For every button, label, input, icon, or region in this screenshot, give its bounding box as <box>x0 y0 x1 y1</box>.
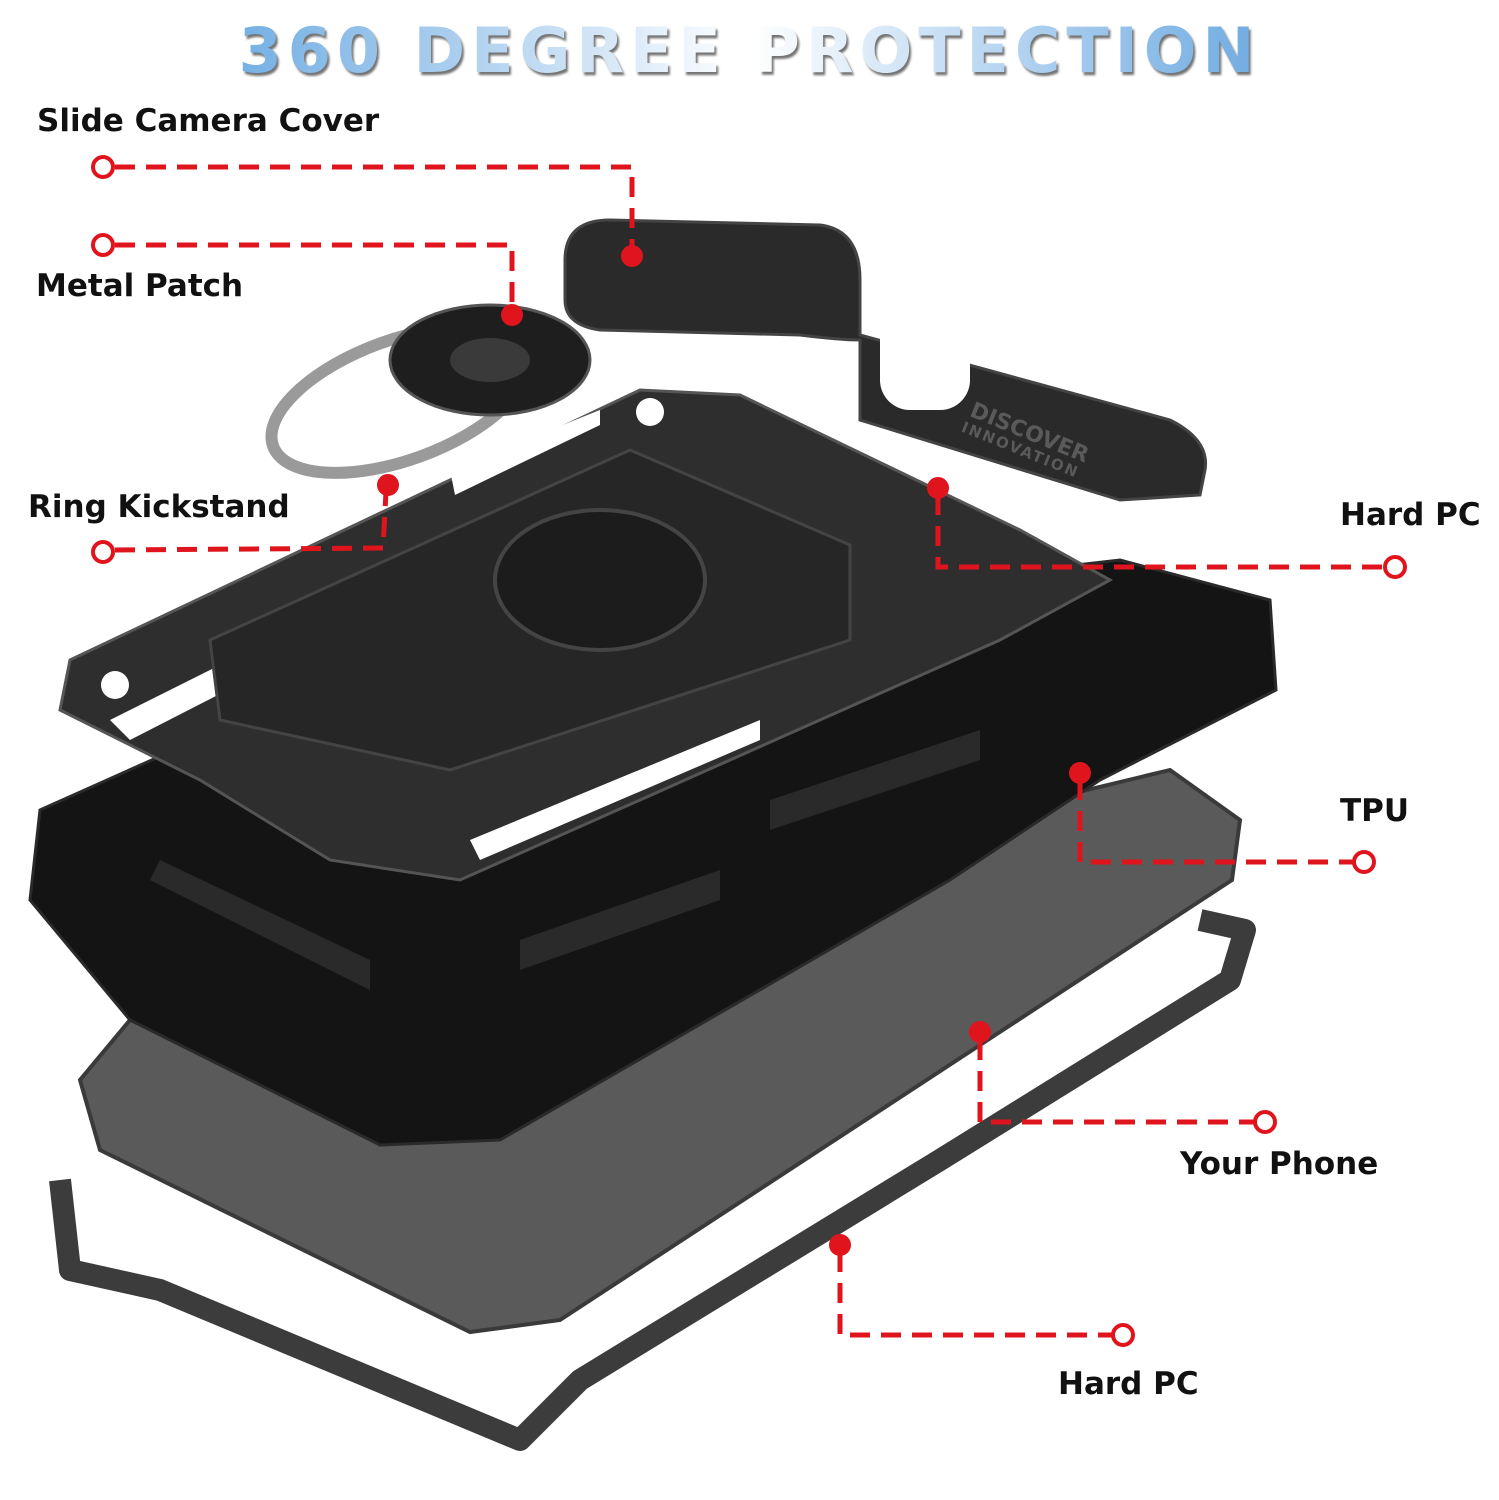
callout-markers <box>91 155 1407 1347</box>
bottom-hard-pc-frame <box>49 909 1256 1451</box>
ring-mount <box>493 508 707 652</box>
label-metal-patch: Metal Patch <box>36 268 244 304</box>
label-your-phone: Your Phone <box>1180 1146 1379 1182</box>
callout-hard-pc-top <box>935 495 1385 570</box>
label-hard-pc-bottom: Hard PC <box>1058 1366 1199 1402</box>
label-ring-kickstand: Ring Kickstand <box>28 489 290 525</box>
tpu-grip-texture <box>150 730 980 990</box>
callout-your-phone <box>977 1040 1255 1125</box>
label-tpu: TPU <box>1340 793 1410 829</box>
phone <box>77 767 1243 1335</box>
callout-lines <box>114 164 1385 1338</box>
label-hard-pc-top: Hard PC <box>1340 497 1481 533</box>
label-slide-camera-cover: Slide Camera Cover <box>37 103 380 139</box>
callout-tpu <box>1077 780 1354 865</box>
page-title: 360 DEGREE PROTECTION <box>0 14 1499 87</box>
callout-slide-camera-cover <box>115 164 635 250</box>
callout-metal-patch <box>115 242 515 310</box>
callout-hard-pc-bottom <box>837 1252 1113 1338</box>
